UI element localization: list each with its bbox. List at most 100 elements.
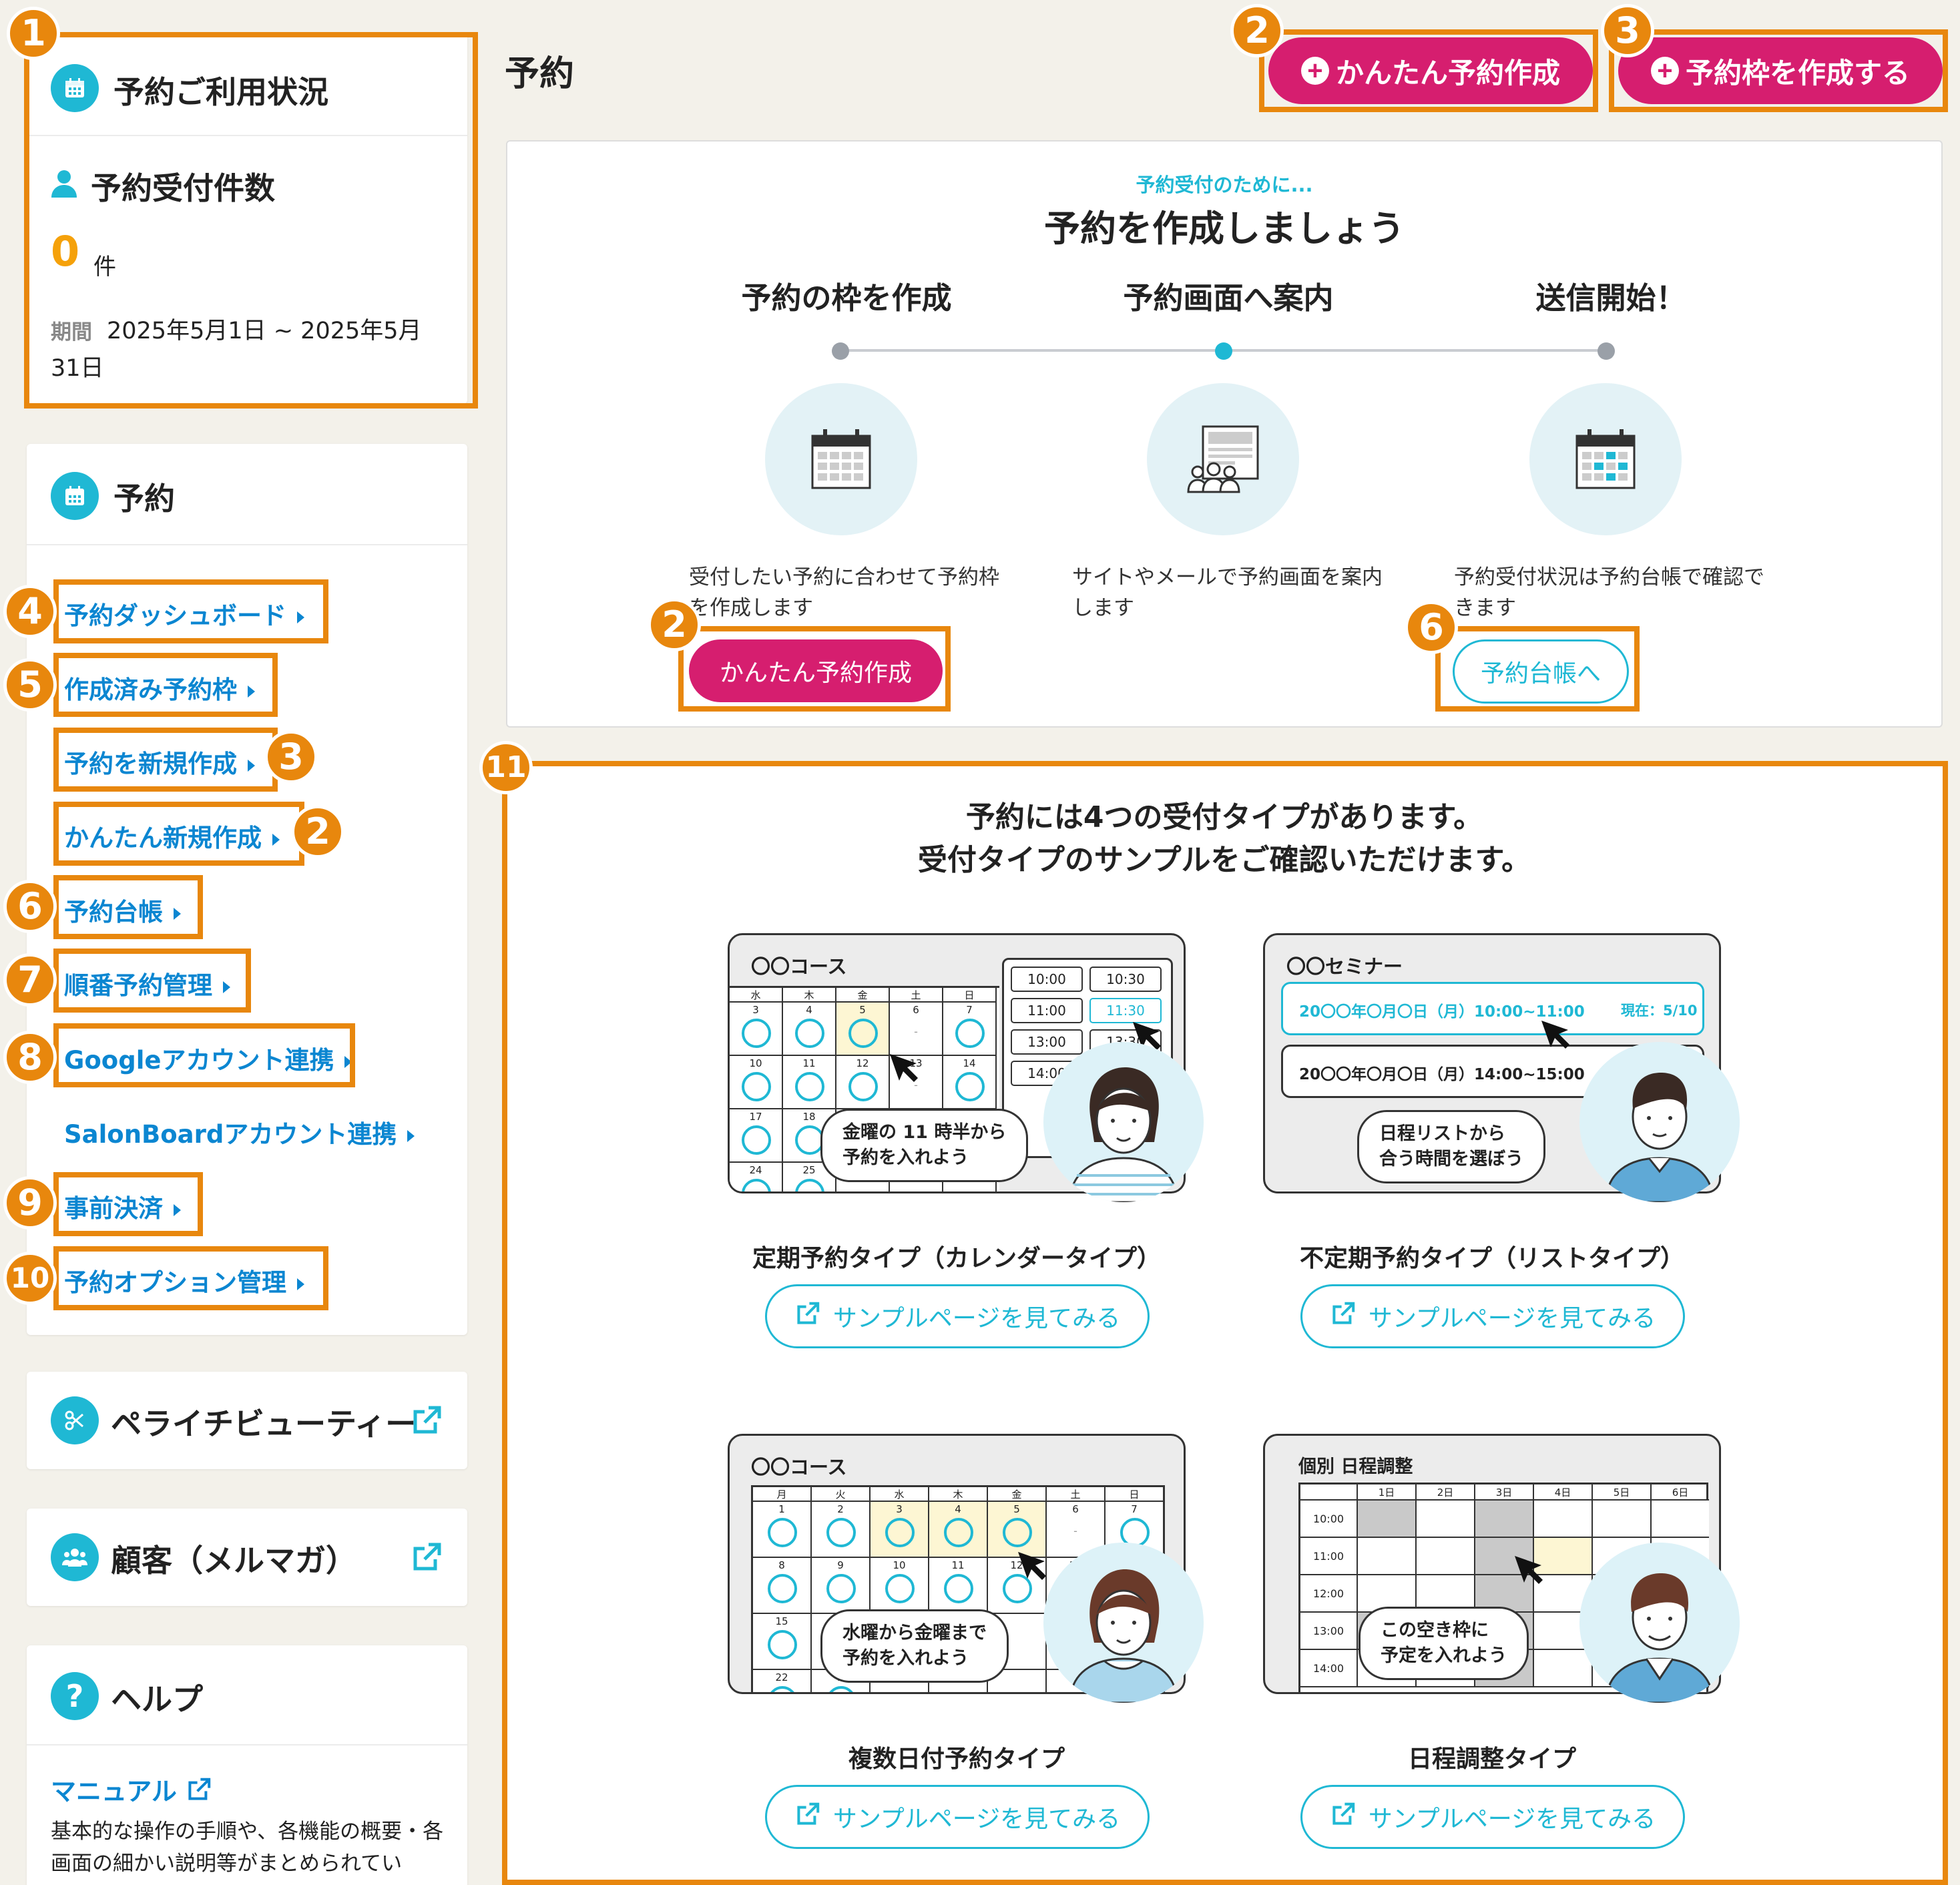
nav-google-link[interactable]: Googleアカウント連携 [64,1040,352,1076]
day-number: 3 [752,1004,759,1016]
schedule-cell [1650,1501,1709,1538]
divider [27,544,467,545]
create-slot-button[interactable]: + 予約枠を作成する [1618,37,1943,104]
type-name-list: 不定期予約タイプ（リストタイプ） [1299,1245,1684,1272]
sample-page-button[interactable]: サンプルページを見てみる [765,1284,1150,1348]
weekday-label: 木 [929,1487,988,1502]
time-slot: 11:00 [1011,998,1083,1023]
sample-page-button[interactable]: サンプルページを見てみる [765,1785,1150,1849]
schedule-cell [1357,1501,1415,1538]
calendar-icon [51,472,99,520]
calendar-cell: 7 [943,1003,997,1056]
calendar-icon [51,64,99,112]
badge-4: 4 [3,585,57,638]
availability-circle-icon [848,1072,878,1101]
period-value: 2025年5月1日 ~ 2025年5月31日 [51,318,422,382]
list-item-1: 20〇〇年〇月〇日（月）10:00~11:00 現在：5/10 [1281,982,1704,1035]
nav-label: SalonBoardアカウント連携 [64,1120,397,1149]
time-label: 14:00 [1300,1650,1357,1687]
day-number: 22 [775,1671,788,1683]
step-title-1: 予約の枠を作成 [741,280,952,316]
calendar-cell: 3 [871,1502,929,1558]
day-header: 2日 [1415,1485,1474,1501]
unavailable-mark: - [914,1025,918,1038]
schedule-cell [1533,1575,1591,1613]
caret-right-icon [407,1129,415,1142]
nav-salonboard-link[interactable]: SalonBoardアカウント連携 [64,1114,415,1150]
caret-right-icon [248,685,255,698]
customers-panel[interactable]: 顧客（メルマガ） [27,1509,467,1606]
time-label: 13:00 [1300,1613,1357,1650]
calendar-cell: 10 [730,1056,783,1109]
sample-page-button[interactable]: サンプルページを見てみる [1300,1785,1685,1849]
availability-circle-icon [826,1574,856,1603]
availability-circle-icon [768,1686,797,1692]
nav-queue-management[interactable]: 順番予約管理 [64,965,230,1001]
badge-8: 8 [3,1031,57,1084]
day-header: 1日 [1357,1485,1415,1501]
manual-link[interactable]: マニュアル [51,1771,212,1809]
day-number: 14 [963,1057,976,1069]
ledger-button[interactable]: 予約台帳へ [1453,639,1629,704]
nav-create-reservation[interactable]: 予約を新規作成 [64,744,255,780]
bubble-text: この空き枠に 予定を入れよう [1381,1620,1507,1666]
calendar-cell: 22 [753,1670,812,1692]
cursor-icon [887,1051,926,1093]
easy-create-button[interactable]: + かんたん予約作成 [1268,37,1593,104]
time-slot: 10:30 [1089,967,1162,992]
schedule-cell [1474,1501,1533,1538]
mock-title: 〇〇セミナー [1286,955,1403,978]
badge-2: 2 [1230,4,1284,57]
help-icon: ? [51,1672,99,1720]
availability-circle-icon [742,1125,771,1155]
availability-circle-icon [768,1574,797,1603]
nav-prepayment[interactable]: 事前決済 [64,1188,181,1224]
schedule-cell [1533,1538,1591,1575]
external-link-icon [410,1541,443,1577]
availability-circle-icon [1003,1574,1032,1603]
nav-easy-create[interactable]: かんたん新規作成 [64,818,280,854]
availability-circle-icon [944,1518,973,1547]
caret-right-icon [248,759,255,772]
divider [27,135,467,136]
weekday-label: 日 [1106,1487,1164,1502]
calendar-cell: 11 [783,1056,836,1109]
schedule-cell [1533,1501,1591,1538]
badge-10: 10 [3,1252,57,1305]
divider [27,1744,467,1745]
badge-1: 1 [7,7,60,60]
bubble-text: 金曜の 11 時半から 予約を入れよう [842,1122,1007,1168]
nav-reservation-ledger[interactable]: 予約台帳 [64,892,181,928]
step-easy-create-button[interactable]: かんたん予約作成 [689,639,943,702]
day-number: 1 [778,1503,785,1515]
nav-reservation-options[interactable]: 予約オプション管理 [64,1262,304,1298]
mock-title: 〇〇コース [751,1456,847,1478]
type-name-multi-date: 複数日付予約タイプ [848,1745,1065,1773]
page-title: 予約 [505,54,575,94]
sample-page-button[interactable]: サンプルページを見てみる [1300,1284,1685,1348]
availability-circle-icon [795,1019,824,1048]
nav-label: 予約ダッシュボード [64,601,286,630]
calendar-cell: 15 [753,1614,812,1670]
sample-label: サンプルページを見てみる [1368,1304,1656,1332]
step-desc-2: サイトやメールで予約画面を案内します [1072,565,1383,620]
nav-label: Googleアカウント連携 [64,1046,334,1075]
beauty-panel[interactable]: ペライチビューティー [27,1372,467,1469]
time-slot: 10:00 [1011,967,1083,992]
day-number: 15 [775,1615,788,1627]
day-number: 2 [837,1503,844,1515]
period-label: 期間 [51,320,92,344]
day-number: 12 [856,1057,869,1069]
nav-created-slots[interactable]: 作成済み予約枠 [64,669,255,706]
intro-title: 予約を作成しましょう [1044,208,1405,250]
day-number: 7 [966,1004,973,1016]
group-icon [51,1533,99,1581]
user-icon [48,167,80,202]
nav-reservation-dashboard[interactable]: 予約ダッシュボード [64,595,304,631]
calendar-cell: 24 [730,1163,783,1191]
cursor-icon [1512,1553,1551,1595]
day-number: 10 [749,1057,762,1069]
list-type-illustration: 〇〇セミナー 20〇〇年〇月〇日（月）10:00~11:00 現在：5/10 2… [1263,933,1721,1193]
usage-panel: 予約ご利用状況 予約受付件数 0 件 期間 2025年5月1日 ~ 2025年5… [27,33,467,404]
nav-label: 事前決済 [64,1194,163,1223]
